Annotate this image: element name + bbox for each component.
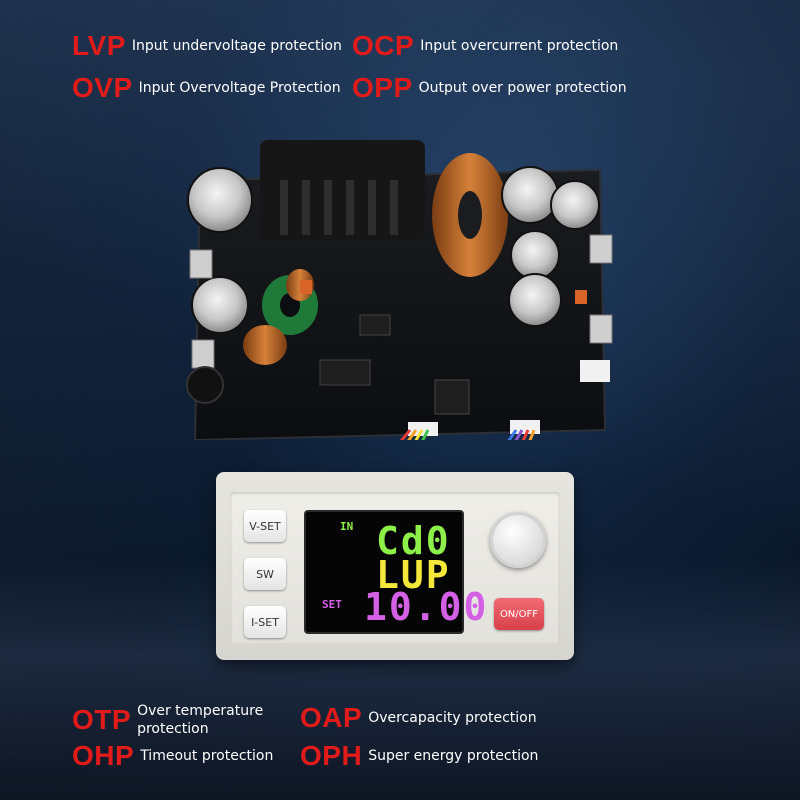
protection-desc: Output over power protection	[418, 80, 627, 96]
protection-code: OVP	[72, 72, 133, 103]
protection-ovp: OVP Input Overvoltage Protection	[72, 72, 341, 104]
protection-desc: Super energy protection	[368, 748, 539, 764]
rotary-encoder-knob[interactable]	[490, 512, 546, 568]
lcd-display: IN Cd0 LUP SET 10.00	[306, 512, 486, 632]
protection-otp: OTP Over temperature protection	[72, 702, 287, 738]
pcb-board	[186, 140, 613, 440]
protection-code: LVP	[72, 30, 126, 61]
i-set-button[interactable]: I-SET	[244, 606, 286, 638]
protection-code: OHP	[72, 740, 135, 771]
protection-oap: OAP Overcapacity protection	[300, 702, 537, 734]
lcd-line-2: LUP	[376, 553, 451, 597]
protection-ohp: OHP Timeout protection	[72, 740, 273, 772]
on-off-button[interactable]: ON/OFF	[494, 598, 544, 630]
protection-opp: OPP Output over power protection	[352, 72, 627, 104]
control-module: V-SET SW I-SET IN Cd0 LUP SET 10.00 ON/O…	[216, 472, 574, 660]
protection-desc: Overcapacity protection	[368, 710, 537, 726]
lcd-set-label: SET	[322, 598, 342, 611]
protection-code: OPP	[352, 72, 413, 103]
protection-desc: Timeout protection	[140, 748, 274, 764]
v-set-button[interactable]: V-SET	[244, 510, 286, 542]
lcd-line-1: Cd0	[376, 519, 451, 563]
protection-ocp: OCP Input overcurrent protection	[352, 30, 618, 62]
protection-code: OAP	[300, 702, 363, 733]
protection-desc: Input Overvoltage Protection	[138, 80, 341, 96]
protection-code: OTP	[72, 704, 132, 735]
protection-code: OCP	[352, 30, 415, 61]
protection-code: OPH	[300, 740, 363, 771]
protection-desc: Over temperature protection	[137, 703, 264, 737]
lcd-line-3: 10.00	[364, 585, 489, 629]
lcd-in-label: IN	[340, 520, 354, 533]
protection-lvp: LVP Input undervoltage protection	[72, 30, 342, 62]
protection-oph: OPH Super energy protection	[300, 740, 538, 772]
sw-button[interactable]: SW	[244, 558, 286, 590]
protection-desc: Input undervoltage protection	[131, 38, 342, 54]
protection-desc: Input overcurrent protection	[420, 38, 619, 54]
